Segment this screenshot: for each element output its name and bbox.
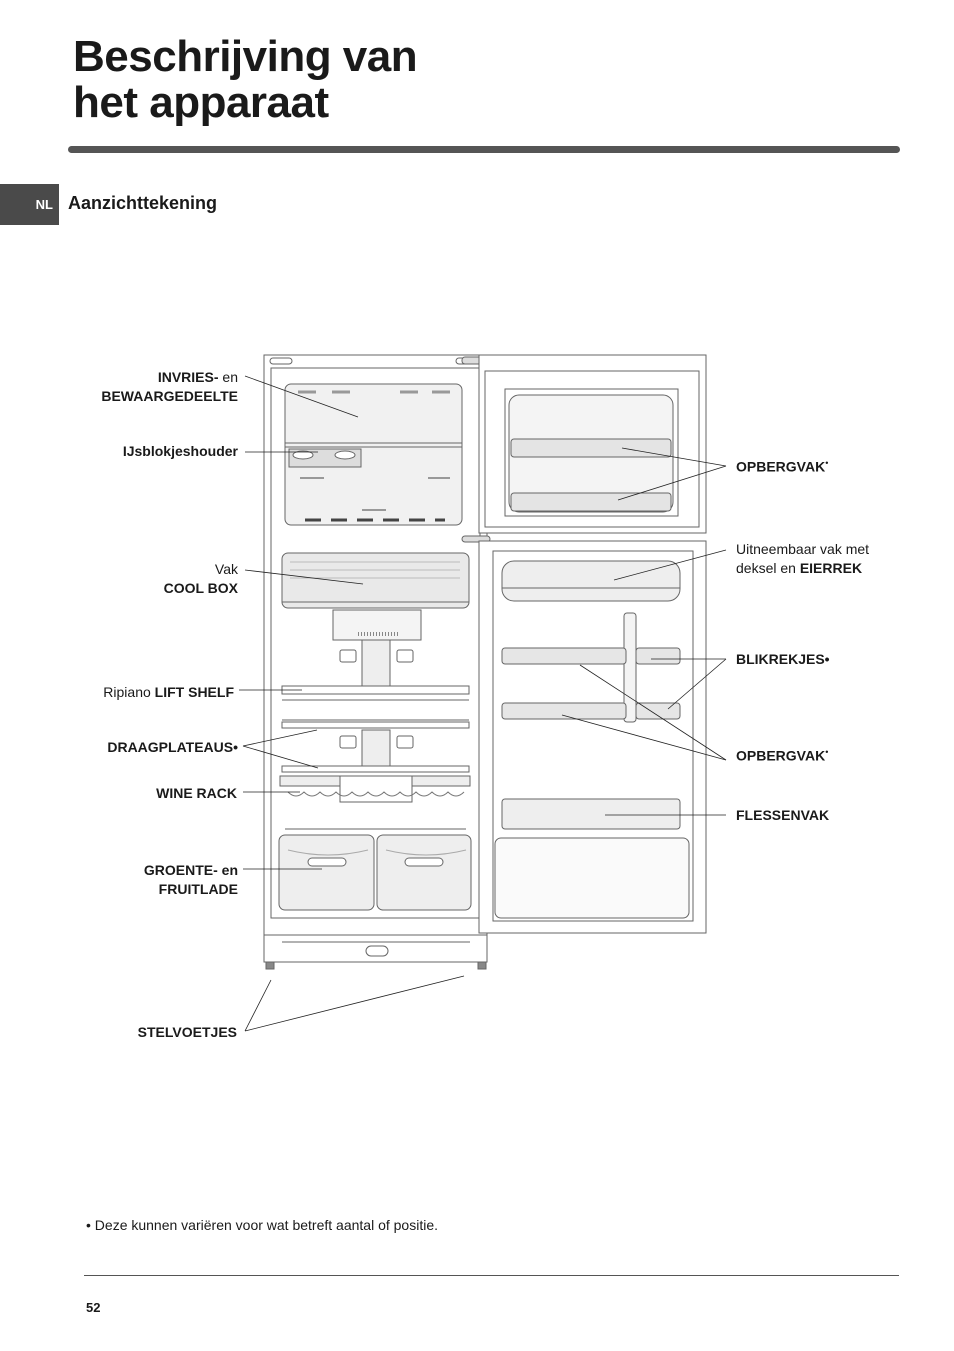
label-freezer-normal: en <box>218 369 238 385</box>
label-vak: Vak <box>214 561 238 577</box>
label-egg-rack-line2: deksel en <box>736 560 800 576</box>
label-ice-tray: IJsblokjeshouder <box>123 442 238 461</box>
foot-right <box>477 961 487 970</box>
freezer-door-shelf-1 <box>510 438 672 458</box>
label-cool-box: Vak COOL BOX <box>164 560 238 598</box>
label-wine-rack-text: WINE RACK <box>156 785 237 801</box>
label-ice-tray-text: IJsblokjeshouder <box>122 443 238 459</box>
label-storage-mid-text: OPBERGVAK <box>736 747 826 764</box>
label-storage-mid-mark: • <box>825 747 829 757</box>
page-number: 52 <box>86 1300 101 1315</box>
base-grille <box>263 934 488 963</box>
freezer-compartment <box>284 383 463 526</box>
bottle-rack <box>501 798 681 830</box>
vent-left <box>339 649 357 663</box>
label-crisper-line1: GROENTE- en <box>143 862 238 878</box>
section-title: Aanzichttekening <box>68 193 218 213</box>
label-freezer: INVRIES- en BEWAARGEDEELTE <box>101 368 238 406</box>
label-egg-rack-line1: Uitneembaar vak met <box>736 541 870 557</box>
shelf-2 <box>281 765 470 773</box>
title-divider <box>68 146 900 153</box>
label-wine-rack: WINE RACK <box>156 784 237 803</box>
label-storage-mid: OPBERGVAK• <box>736 743 828 766</box>
egg-rack-box <box>501 560 681 602</box>
label-storage-top-mark: • <box>825 458 829 468</box>
label-freezer-line2: BEWAARGEDEELTE <box>101 388 238 404</box>
label-feet-text: STELVOETJES <box>137 1024 237 1040</box>
top-slot-left <box>269 357 293 365</box>
page-title: Beschrijving van het apparaat <box>73 32 418 127</box>
label-shelves: DRAAGPLATEAUS• <box>107 738 238 757</box>
can-rack-1 <box>635 647 681 665</box>
foot-left <box>265 961 275 970</box>
door-shelf-2 <box>501 702 627 720</box>
footer-divider <box>84 1275 899 1276</box>
leader-lines <box>239 375 727 1032</box>
label-shelves-text: DRAAGPLATEAUS• <box>107 739 238 755</box>
page-title-line-2: het apparaat <box>73 78 329 127</box>
divider <box>623 612 637 723</box>
base-handle <box>365 945 389 957</box>
label-crisper-line2: FRUITLADE <box>158 881 238 897</box>
crisper-left <box>278 834 375 911</box>
label-lift-shelf-text: LIFT SHELF <box>154 684 234 700</box>
crisper-right <box>376 834 472 911</box>
label-ripiano: Ripiano <box>103 684 155 700</box>
label-egg-rack: Uitneembaar vak met deksel en EIERREK <box>736 540 869 578</box>
vent-right <box>396 649 414 663</box>
label-bottle-rack-text: FLESSENVAK <box>736 807 830 823</box>
footnote: • Deze kunnen variëren voor wat betreft … <box>86 1217 438 1233</box>
shelf-1 <box>281 721 470 729</box>
label-crisper: GROENTE- en FRUITLADE <box>144 861 238 899</box>
label-feet: STELVOETJES <box>138 1023 237 1042</box>
label-lift-shelf: Ripiano LIFT SHELF <box>103 683 234 702</box>
label-storage-top: OPBERGVAK• <box>736 454 828 477</box>
lift-shelf <box>281 685 470 695</box>
door-shelf-1 <box>501 647 627 665</box>
label-can-racks: BLIKREKJES• <box>736 650 830 669</box>
label-cool-box-text: COOL BOX <box>163 580 238 596</box>
label-storage-top-text: OPBERGVAK <box>736 458 826 475</box>
cool-box <box>281 552 470 609</box>
language-tab: NL <box>0 184 59 225</box>
label-bottle-rack: FLESSENVAK <box>736 806 829 825</box>
label-freezer-bold: INVRIES- <box>157 369 219 385</box>
freezer-door-shelf-2 <box>510 492 672 512</box>
label-egg-rack-bold: EIERREK <box>799 560 863 576</box>
page-title-line-1: Beschrijving van <box>73 32 418 81</box>
label-can-racks-text: BLIKREKJES• <box>736 651 830 667</box>
can-rack-2 <box>635 702 681 720</box>
